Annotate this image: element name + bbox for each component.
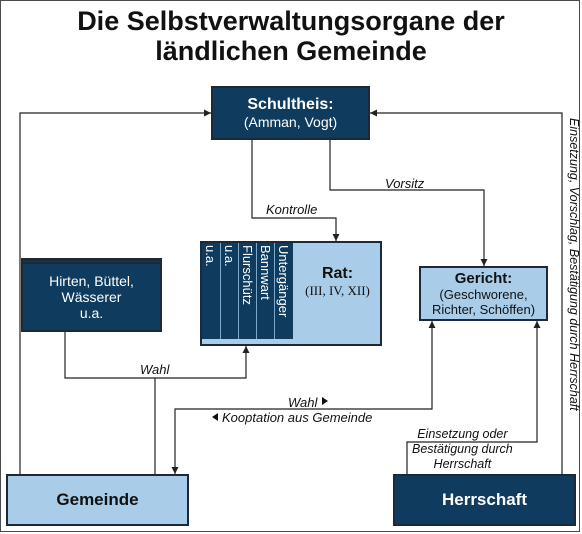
gericht-title: Gericht:: [454, 270, 513, 287]
gericht-line-2: Richter, Schöffen): [431, 302, 536, 317]
rat-member-label-1: Untergänger: [276, 245, 291, 318]
rat-subtitle: (III, IV, XII): [305, 283, 370, 298]
arrow-right-wahl: [322, 397, 328, 405]
einsetzung-line-3: Herrschaft: [433, 457, 492, 471]
gericht-box: Gericht: (Geschworene, Richter, Schöffen…: [419, 266, 548, 321]
label-wahl-hirten-rat: Wahl: [140, 362, 170, 377]
hirten-organ-box-labelled: Hirten, Büttel, Wässerer u.a.: [21, 262, 162, 332]
gemeinde-box: Gemeinde: [6, 474, 189, 526]
rat-member-untergaenger: Untergänger: [275, 243, 293, 339]
einsetzung-line-1: Einsetzung oder: [417, 427, 508, 441]
rat-member-label-5: u.a.: [203, 245, 218, 267]
rat-title: Rat:: [321, 265, 354, 282]
rat-member-ua-1: u.a.: [221, 243, 239, 339]
edge-gemeinde-schultheis: [19, 109, 211, 474]
herrschaft-box: Herrschaft: [393, 474, 576, 526]
schultheis-subtitle: (Amman, Vogt): [243, 114, 338, 130]
hirten-line-3: u.a.: [79, 305, 104, 321]
label-einsetzung: Einsetzung oder Bestätigung durch Herrsc…: [412, 427, 513, 472]
schultheis-title: Schultheis:: [247, 96, 334, 113]
gericht-line-1: (Geschworene,: [439, 287, 528, 302]
edge-kontrolle: [251, 140, 340, 241]
hirten-line-1: Hirten, Büttel,: [49, 273, 134, 289]
rat-member-bannwart: Bannwart: [257, 243, 275, 339]
gemeinde-label: Gemeinde: [56, 490, 139, 509]
rat-box: Untergänger Bannwart Flurschütz u.a. u.a…: [200, 241, 382, 346]
rat-member-label-2: Bannwart: [258, 245, 273, 300]
edge-herrschaft-schultheis: [370, 109, 563, 474]
herrschaft-label: Herrschaft: [441, 490, 528, 509]
rat-member-flurschuetz: Flurschütz: [239, 243, 257, 339]
arrow-left-kooptation: [212, 413, 218, 421]
title-line-2: ländlichen Gemeinde: [155, 36, 427, 66]
diagram-title: Die Selbstverwaltungsorgane der ländlich…: [0, 6, 582, 66]
rat-member-label-3: Flurschütz: [240, 245, 255, 305]
schultheis-box: Schultheis: (Amman, Vogt): [211, 86, 370, 140]
rat-member-label-4: u.a.: [222, 245, 237, 267]
edge-wahl-kooptation: [171, 321, 436, 474]
label-kooptation: Kooptation aus Gemeinde: [222, 410, 373, 425]
rat-member-ua-2: u.a.: [202, 243, 221, 339]
hirten-line-2: Wässerer: [61, 289, 122, 305]
label-vorsitz: Vorsitz: [385, 176, 425, 191]
rat-header: Rat: (III, IV, XII): [295, 265, 380, 299]
title-line-1: Die Selbstverwaltungsorgane der: [77, 6, 505, 36]
label-side-einsetzung: Einsetzung, Vorschlag, Bestätigung durch…: [567, 118, 581, 411]
einsetzung-line-2: Bestätigung durch: [412, 442, 513, 456]
edge-vorsitz: [329, 140, 488, 266]
edge-einsetzung: [406, 321, 541, 474]
label-kontrolle: Kontrolle: [266, 202, 318, 217]
label-wahl-gericht: Wahl: [288, 395, 318, 410]
